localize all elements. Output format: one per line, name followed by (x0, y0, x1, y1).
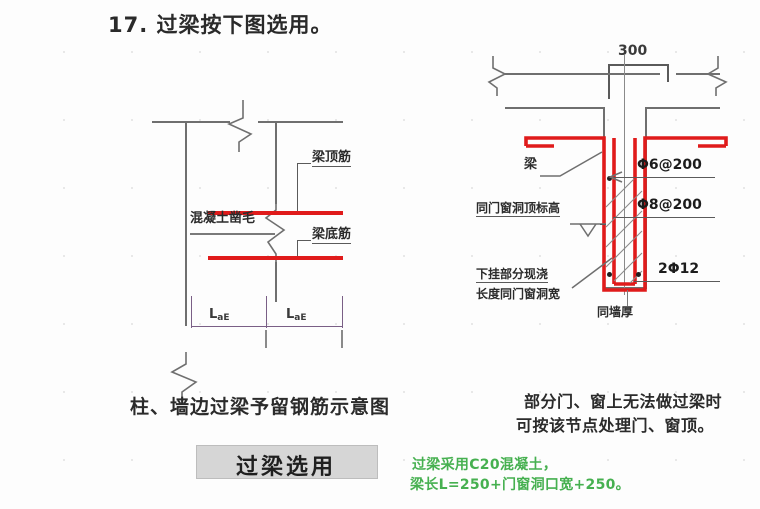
left-section-axis-upper (275, 121, 277, 204)
left-diagram-caption: 柱、墙边过梁予留钢筋示意图 (130, 396, 391, 418)
left-dashed-line-b (341, 330, 343, 348)
break-symbol-top (227, 100, 253, 152)
leader-beam (540, 151, 603, 177)
label-bottom-bars-spec: 2Φ12 (658, 261, 700, 277)
right-caption-line1: 部分门、窗上无法做过梁时 (524, 392, 723, 411)
label-wall-thickness: 同墙厚 (597, 305, 634, 319)
dim-300-line (608, 64, 668, 66)
leader-wall-thickness (627, 290, 629, 306)
right-center-axis (624, 55, 626, 295)
bottom-rebar-leader-horizontal (297, 240, 311, 242)
left-column-face-line (185, 121, 187, 326)
label-beam: 梁 (524, 157, 538, 172)
leader-main-bar (613, 217, 715, 219)
bottom-rebar-bar (208, 256, 343, 260)
left-slab-line-upper-left (152, 121, 230, 123)
label-concrete-roughening: 混凝土凿毛 (190, 211, 256, 226)
label-main-bar-spec: Φ8@200 (637, 197, 702, 213)
label-cast-in-place-line2: 长度同门窗洞宽 (476, 287, 561, 301)
dimension-label-laE-2: LaE (286, 308, 307, 323)
bottom-rebar-leader-vertical (297, 240, 299, 256)
leader-cast-in-place (571, 257, 613, 289)
right-break-symbol-left (487, 56, 507, 96)
rebar-dot-top-left (607, 176, 612, 181)
title-banner-label: 过梁选用 (235, 455, 336, 480)
rebar-dot-right (636, 272, 641, 277)
break-symbol-middle (264, 200, 286, 266)
label-bottom-rebar: 梁底筋 (312, 227, 352, 244)
dimension-tick-right (342, 296, 344, 328)
left-section-axis-lower (275, 262, 277, 302)
dimension-label-laE-1-text: L (209, 307, 218, 322)
right-slab-top-line-right (676, 73, 720, 75)
note-green-line2: 梁长L=250+门窗洞口宽+250。 (410, 477, 630, 493)
dim-300-tick-right (667, 64, 669, 82)
dimension-label-laE-2-text: L (286, 307, 295, 322)
leader-bottom-bars (634, 281, 720, 283)
top-rebar-bar (208, 211, 343, 215)
top-rebar-leader-vertical (297, 163, 299, 211)
dimension-label-laE-1-sub: aE (217, 313, 230, 323)
right-break-symbol-right (706, 56, 728, 96)
elevation-level-symbol (570, 223, 606, 238)
left-dashed-line-a (265, 330, 267, 348)
dim-300-tick-left (608, 64, 610, 99)
right-caption-line2: 可按该节点处理门、窗顶。 (516, 416, 715, 435)
label-elevation-note: 同门窗洞顶标高 (476, 201, 561, 217)
label-top-rebar: 梁顶筋 (312, 150, 352, 167)
dimension-label-laE-1: LaE (209, 308, 230, 323)
break-symbol-bottom (170, 352, 198, 404)
right-slab-top-line (505, 73, 660, 75)
page-title: 17. 过梁按下图选用。 (108, 13, 333, 37)
dimension-tick-left (191, 296, 193, 328)
elevation-leader (600, 224, 606, 226)
top-rebar-leader-horizontal (297, 163, 311, 165)
right-slab-soffit-left (505, 107, 603, 109)
label-cast-in-place-line1: 下挂部分现浇 (476, 267, 549, 283)
leader-stirrup (613, 177, 715, 179)
label-stirrup-spec: Φ6@200 (637, 157, 702, 173)
dim-300-label: 300 (618, 43, 648, 59)
rebar-dot-left (607, 272, 612, 277)
dimension-label-laE-2-sub: aE (294, 313, 307, 323)
note-green-line1: 过梁采用C20混凝土， (412, 457, 558, 473)
dimension-tick-mid (266, 296, 268, 328)
right-slab-soffit-right (645, 107, 720, 109)
leader-stirrup-arrow (608, 171, 623, 183)
title-banner-background (196, 445, 378, 479)
roughening-surface-line (190, 233, 275, 235)
left-slab-line-upper-right (258, 121, 343, 123)
